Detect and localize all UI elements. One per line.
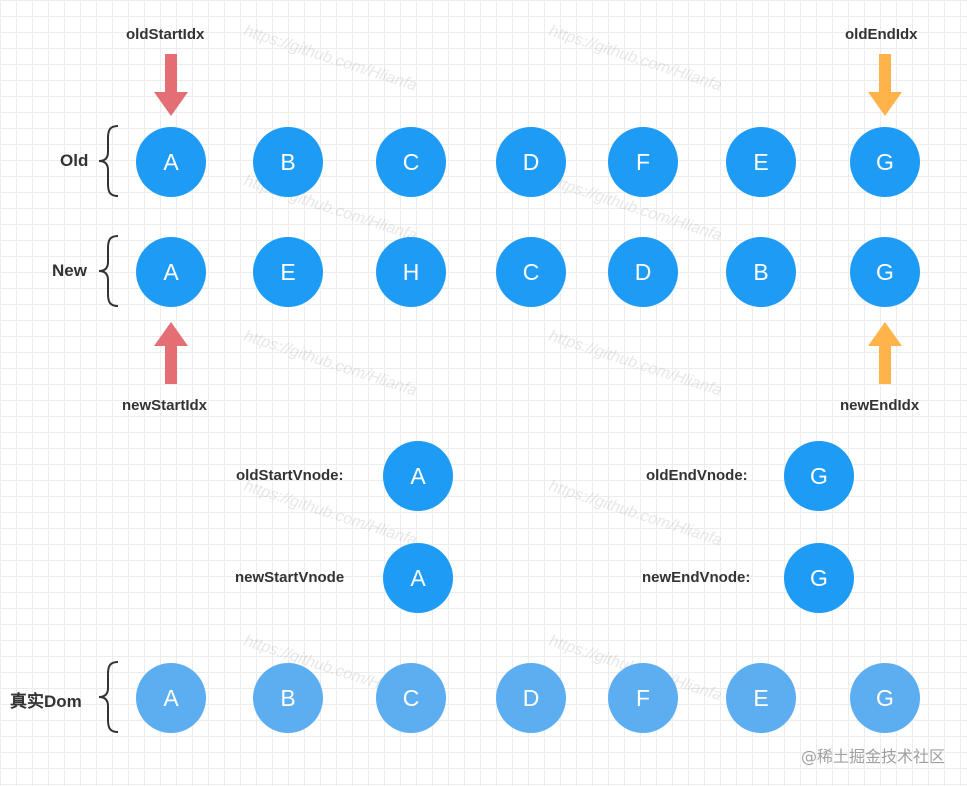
old-end-vnode: G <box>784 441 854 511</box>
new-end-arrow-icon <box>868 322 902 384</box>
old-end-arrow-icon <box>868 54 902 116</box>
new-node-5: B <box>726 237 796 307</box>
watermark: https://github.com/Hlianfa <box>546 477 724 550</box>
new-end-vnode-label: newEndVnode: <box>642 569 751 586</box>
dom-node-3: D <box>496 663 566 733</box>
old-end-idx-label: oldEndIdx <box>845 26 918 43</box>
dom-node-0: A <box>136 663 206 733</box>
new-start-vnode: A <box>383 543 453 613</box>
watermark: https://github.com/Hlianfa <box>241 327 419 400</box>
old-brace-icon <box>98 125 119 197</box>
new-node-6: G <box>850 237 920 307</box>
old-node-4: F <box>608 127 678 197</box>
old-start-arrow-icon <box>154 54 188 116</box>
dom-node-4: F <box>608 663 678 733</box>
new-row-label: New <box>52 261 87 280</box>
new-end-vnode: G <box>784 543 854 613</box>
watermark: https://github.com/Hlianfa <box>546 22 724 95</box>
new-start-arrow-icon <box>154 322 188 384</box>
dom-brace-icon <box>98 661 119 733</box>
old-start-idx-label: oldStartIdx <box>126 26 205 43</box>
old-node-3: D <box>496 127 566 197</box>
dom-node-5: E <box>726 663 796 733</box>
new-node-2: H <box>376 237 446 307</box>
old-node-1: B <box>253 127 323 197</box>
old-node-5: E <box>726 127 796 197</box>
dom-node-6: G <box>850 663 920 733</box>
old-node-2: C <box>376 127 446 197</box>
new-start-idx-label: newStartIdx <box>122 397 208 414</box>
dom-row-label: 真实Dom <box>10 692 82 711</box>
old-node-0: A <box>136 127 206 197</box>
new-start-vnode-label: newStartVnode <box>235 569 345 586</box>
new-node-4: D <box>608 237 678 307</box>
old-end-vnode-label: oldEndVnode: <box>646 467 748 484</box>
dom-node-2: C <box>376 663 446 733</box>
dom-node-1: B <box>253 663 323 733</box>
old-node-6: G <box>850 127 920 197</box>
new-brace-icon <box>98 235 119 307</box>
watermark: https://github.com/Hlianfa <box>241 22 419 95</box>
new-node-0: A <box>136 237 206 307</box>
new-end-idx-label: newEndIdx <box>840 397 920 414</box>
footer-watermark: @稀土掘金技术社区 <box>800 747 945 766</box>
old-start-vnode: A <box>383 441 453 511</box>
new-node-3: C <box>496 237 566 307</box>
new-node-1: E <box>253 237 323 307</box>
old-row-label: Old <box>60 151 89 170</box>
old-start-vnode-label: oldStartVnode: <box>236 467 344 484</box>
watermark: https://github.com/Hlianfa <box>546 327 724 400</box>
